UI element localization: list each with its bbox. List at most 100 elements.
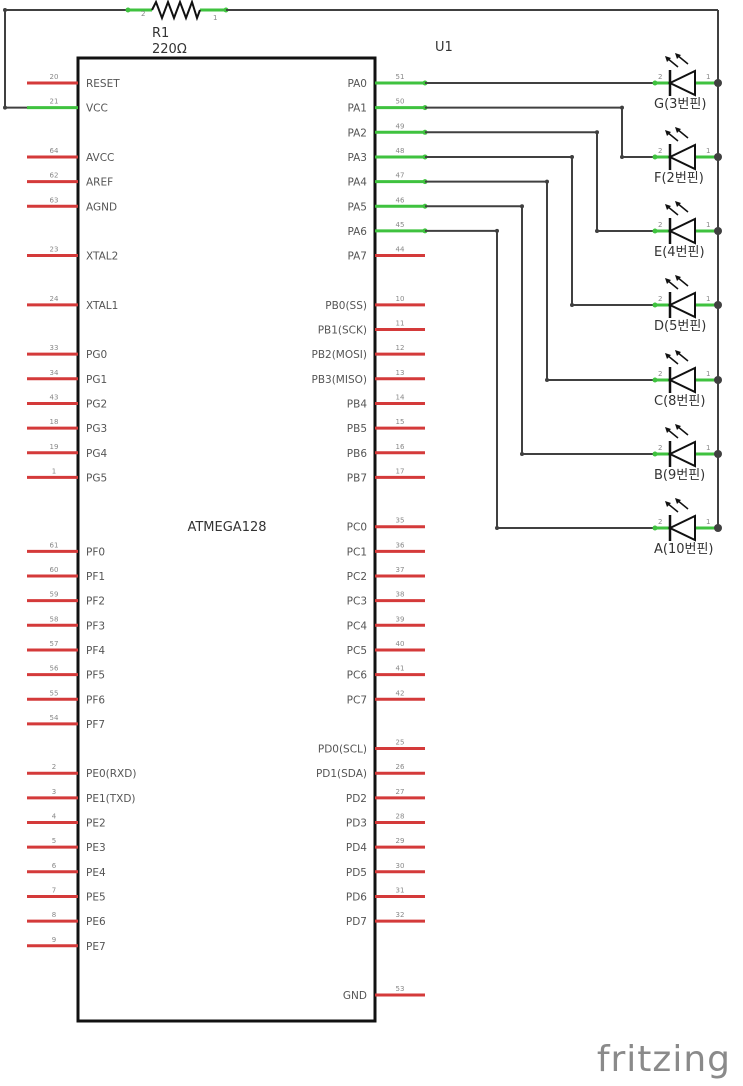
pin-number: 54 (50, 714, 59, 722)
pin-label: PF6 (86, 694, 105, 706)
pin-label: PB0(SS) (325, 300, 367, 312)
pin-label: PD7 (346, 916, 367, 928)
pin-label: PB5 (347, 423, 367, 435)
pin-label: PE4 (86, 867, 106, 879)
pin-label: PA3 (347, 152, 367, 164)
pin-number: 35 (396, 517, 405, 525)
pin-number: 62 (50, 172, 59, 180)
pin-number: 49 (396, 122, 405, 130)
pin-label: PC4 (347, 620, 368, 632)
pin-number: 8 (52, 911, 56, 919)
pin-number: 64 (50, 147, 59, 155)
arrow-head (665, 427, 671, 433)
pin-number: 61 (50, 541, 59, 549)
pin-label: PB2(MOSI) (312, 349, 368, 361)
pin-label: PB6 (347, 448, 368, 460)
wire-PA1 (425, 106, 655, 158)
led-label: C(8번핀) (654, 394, 705, 409)
arrow-head (675, 201, 681, 207)
pin-label: PC7 (347, 694, 367, 706)
led-pin-number: 2 (658, 295, 662, 303)
arrow-head (665, 278, 671, 284)
arrow-head (675, 350, 681, 356)
pin-number: 4 (52, 813, 57, 821)
pin-number: 12 (396, 344, 405, 352)
junction (714, 227, 722, 235)
pin-label: PD4 (346, 842, 367, 854)
pin-label: PB1(SCK) (318, 325, 367, 337)
junction (714, 301, 722, 309)
pin-number: 29 (396, 837, 405, 845)
pin-number: 38 (396, 591, 405, 599)
pin-number: 55 (50, 689, 59, 697)
pin-label: PE6 (86, 916, 106, 928)
pin-number: 25 (396, 739, 405, 747)
pin-label: PD2 (346, 793, 367, 805)
pin-label: PF7 (86, 719, 105, 731)
led-diode-icon (667, 217, 696, 245)
pin-number: 43 (50, 393, 59, 401)
led-pin-number: 1 (706, 370, 710, 378)
pin-label: PA7 (347, 251, 367, 263)
pin-label: PG1 (86, 374, 107, 386)
junction (520, 452, 524, 456)
pin-end (652, 228, 658, 234)
junction (545, 179, 549, 184)
junction (595, 229, 599, 233)
pin-number: 45 (396, 221, 405, 229)
pin-label: PA1 (347, 103, 367, 115)
led-diode-icon (667, 366, 696, 394)
pin-label: PD0(SCL) (318, 744, 367, 756)
led-pin-number: 2 (658, 221, 662, 229)
pin-label: GND (343, 990, 367, 1002)
led-label: D(5번핀) (654, 319, 706, 334)
pin-label: AGND (86, 201, 117, 213)
pin-number: 59 (50, 591, 59, 599)
led-pin-number: 2 (658, 147, 662, 155)
junction (3, 8, 7, 12)
pin-label: PF5 (86, 670, 105, 682)
pin-number: 1 (52, 467, 56, 475)
led-label: B(9번핀) (654, 468, 705, 483)
arrow-head (665, 353, 671, 359)
arrow-head (675, 127, 681, 133)
resistor-value: 220Ω (152, 42, 187, 57)
led-diode-icon (667, 291, 696, 319)
pin-number: 63 (50, 196, 59, 204)
pin-label: AREF (86, 177, 113, 189)
pin-number: 19 (50, 443, 59, 451)
junction (714, 153, 722, 161)
junction (595, 130, 599, 135)
pin-number: 6 (52, 862, 57, 870)
pin-number: 20 (50, 73, 59, 81)
pin-number: 30 (396, 862, 405, 870)
led-pin-number: 1 (706, 73, 710, 81)
pin-label: PC6 (347, 670, 368, 682)
led-pin-number: 2 (658, 518, 662, 526)
pin-label: PG5 (86, 472, 107, 484)
led-pin-number: 2 (658, 444, 662, 452)
pin-label: PF3 (86, 620, 105, 632)
pin-label: PD1(SDA) (316, 768, 367, 780)
pin-label: PB3(MISO) (312, 374, 368, 386)
arrow-head (665, 56, 671, 62)
arrow-head (665, 204, 671, 210)
pin-label: XTAL2 (86, 251, 118, 263)
led-diode-icon (667, 440, 696, 468)
arrow-head (665, 501, 671, 507)
pin-number: 34 (50, 369, 59, 377)
pin-label: PG3 (86, 423, 107, 435)
pin-number: 47 (396, 172, 405, 180)
pin-number: 3 (52, 788, 56, 796)
junction (570, 303, 574, 307)
pin-number: 5 (52, 837, 56, 845)
arrow-head (675, 53, 681, 59)
pin-number: 28 (396, 813, 405, 821)
pin-number: 37 (396, 566, 405, 574)
pin-number: 42 (396, 689, 405, 697)
pin-number: 2 (52, 763, 56, 771)
pin-label: PG2 (86, 398, 107, 410)
junction (520, 204, 524, 209)
fritzing-logo: fritzing (596, 1039, 731, 1080)
pin-label: PG4 (86, 448, 107, 460)
